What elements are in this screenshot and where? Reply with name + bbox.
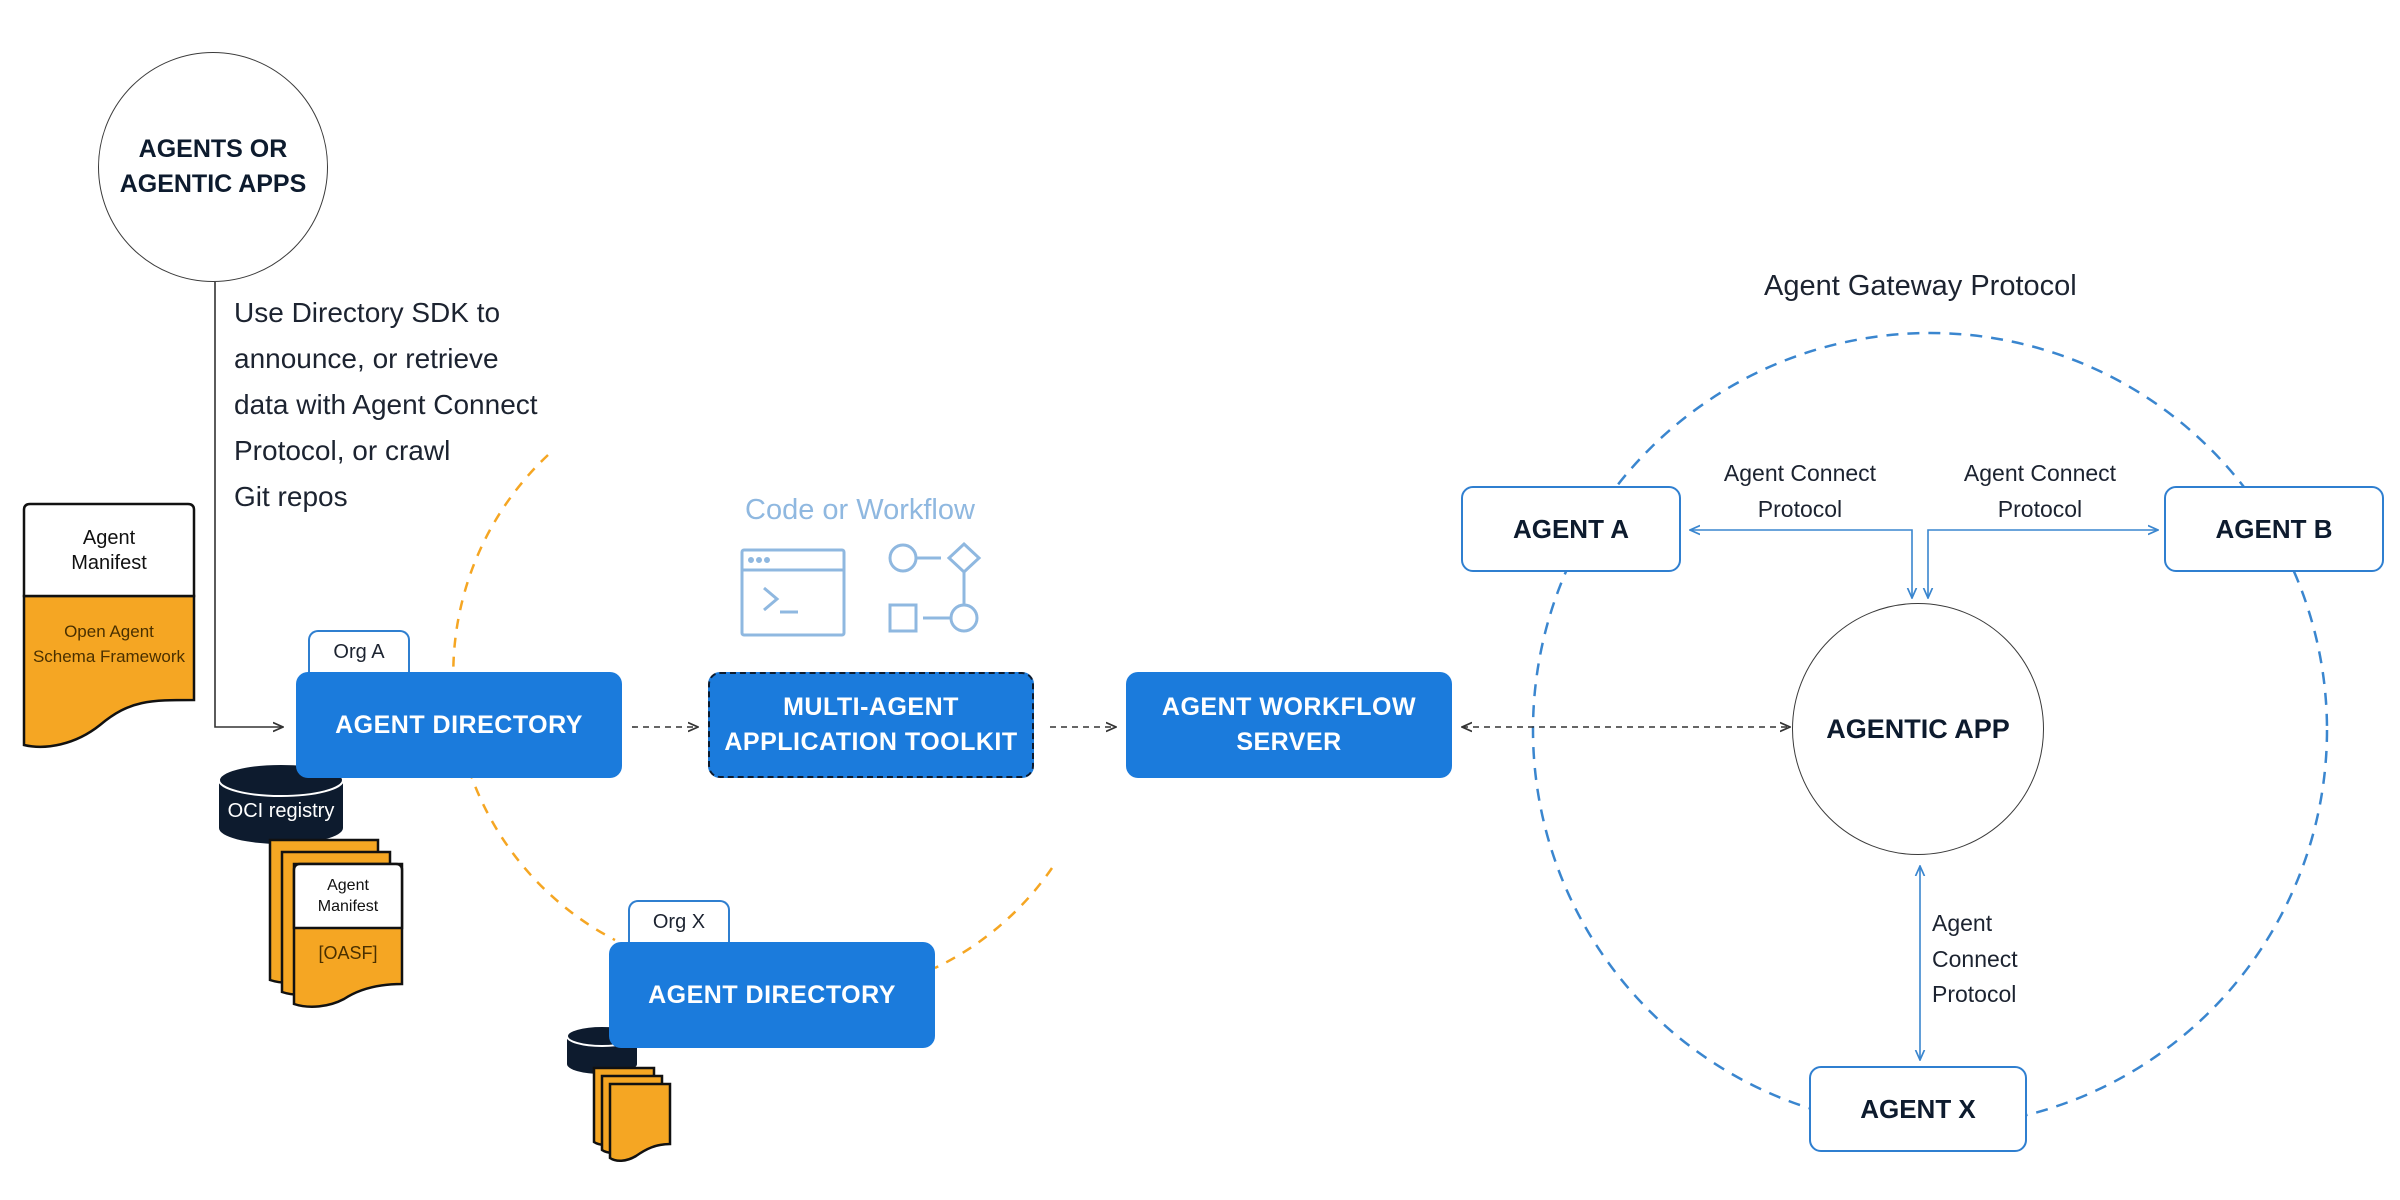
gateway-protocol-label: Agent Gateway Protocol: [1764, 270, 2077, 302]
directory-network-arc-right: [934, 867, 1054, 970]
agent-directory-org-a[interactable]: AGENT DIRECTORY: [296, 672, 622, 778]
agent-x-node[interactable]: AGENT X: [1809, 1066, 2027, 1152]
agent-a-node[interactable]: AGENT A: [1461, 486, 1681, 572]
agentic-app-node: AGENTIC APP: [1792, 603, 2044, 855]
sdk-connector-line: [214, 282, 283, 727]
manifest-schema-label: Open Agent Schema Framework: [32, 621, 186, 667]
agent-b-node[interactable]: AGENT B: [2164, 486, 2384, 572]
sdk-note: Use Directory SDK to announce, or retrie…: [234, 290, 538, 520]
acp-agent-b-arrow: [1928, 530, 2158, 598]
sdk-note-line: Protocol, or crawl: [234, 435, 451, 466]
multi-agent-toolkit[interactable]: MULTI-AGENT APPLICATION TOOLKIT: [708, 672, 1034, 778]
document-stack-icon: [268, 838, 404, 1008]
workflow-shapes-icon: [888, 541, 982, 633]
agent-directory-org-x[interactable]: AGENT DIRECTORY: [609, 942, 935, 1048]
oci-registry-label: OCI registry: [227, 799, 335, 822]
sdk-note-line: Git repos: [234, 481, 348, 512]
org-x-tab: Org X: [628, 900, 730, 942]
agents-apps-node: AGENTS OR AGENTIC APPS: [98, 52, 328, 282]
document-stack-icon-small: [592, 1066, 672, 1162]
manifest-document-icon: [22, 502, 196, 749]
sdk-note-line: announce, or retrieve: [234, 343, 499, 374]
acp-label-left: Agent Connect Protocol: [1723, 460, 1877, 522]
terminal-window-icon: [740, 548, 846, 637]
sdk-note-line: Use Directory SDK to: [234, 297, 501, 328]
stack-manifest-title: Agent Manifest: [317, 877, 379, 915]
code-workflow-label: Code or Workflow: [745, 494, 975, 526]
org-a-tab: Org A: [308, 630, 410, 672]
stack-manifest-body: [OASF]: [318, 942, 378, 963]
acp-label-bottom: Agent Connect Protocol: [1932, 910, 2018, 1008]
sdk-note-line: data with Agent Connect: [234, 389, 538, 420]
acp-label-right: Agent Connect Protocol: [1963, 460, 2117, 522]
acp-agent-a-arrow: [1690, 530, 1912, 598]
manifest-title: Agent Manifest: [71, 527, 147, 574]
agent-workflow-server[interactable]: AGENT WORKFLOW SERVER: [1126, 672, 1452, 778]
